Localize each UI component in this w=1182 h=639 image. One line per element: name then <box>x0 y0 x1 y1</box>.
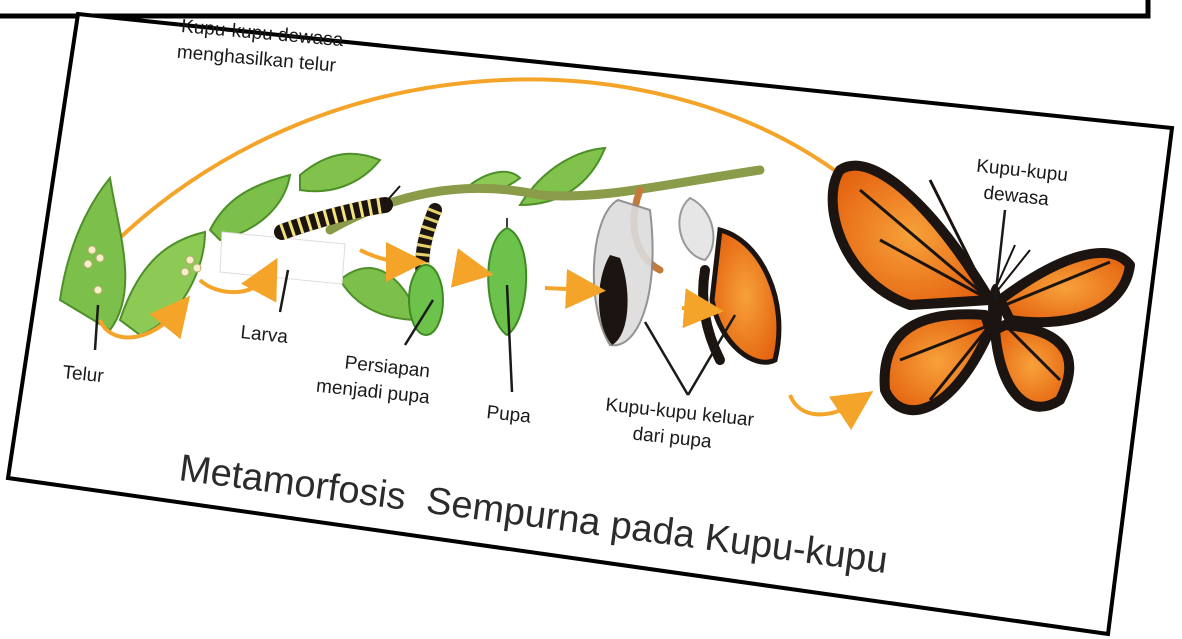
top-banner-frame <box>0 0 1148 16</box>
label-egg: Telur <box>61 362 105 387</box>
